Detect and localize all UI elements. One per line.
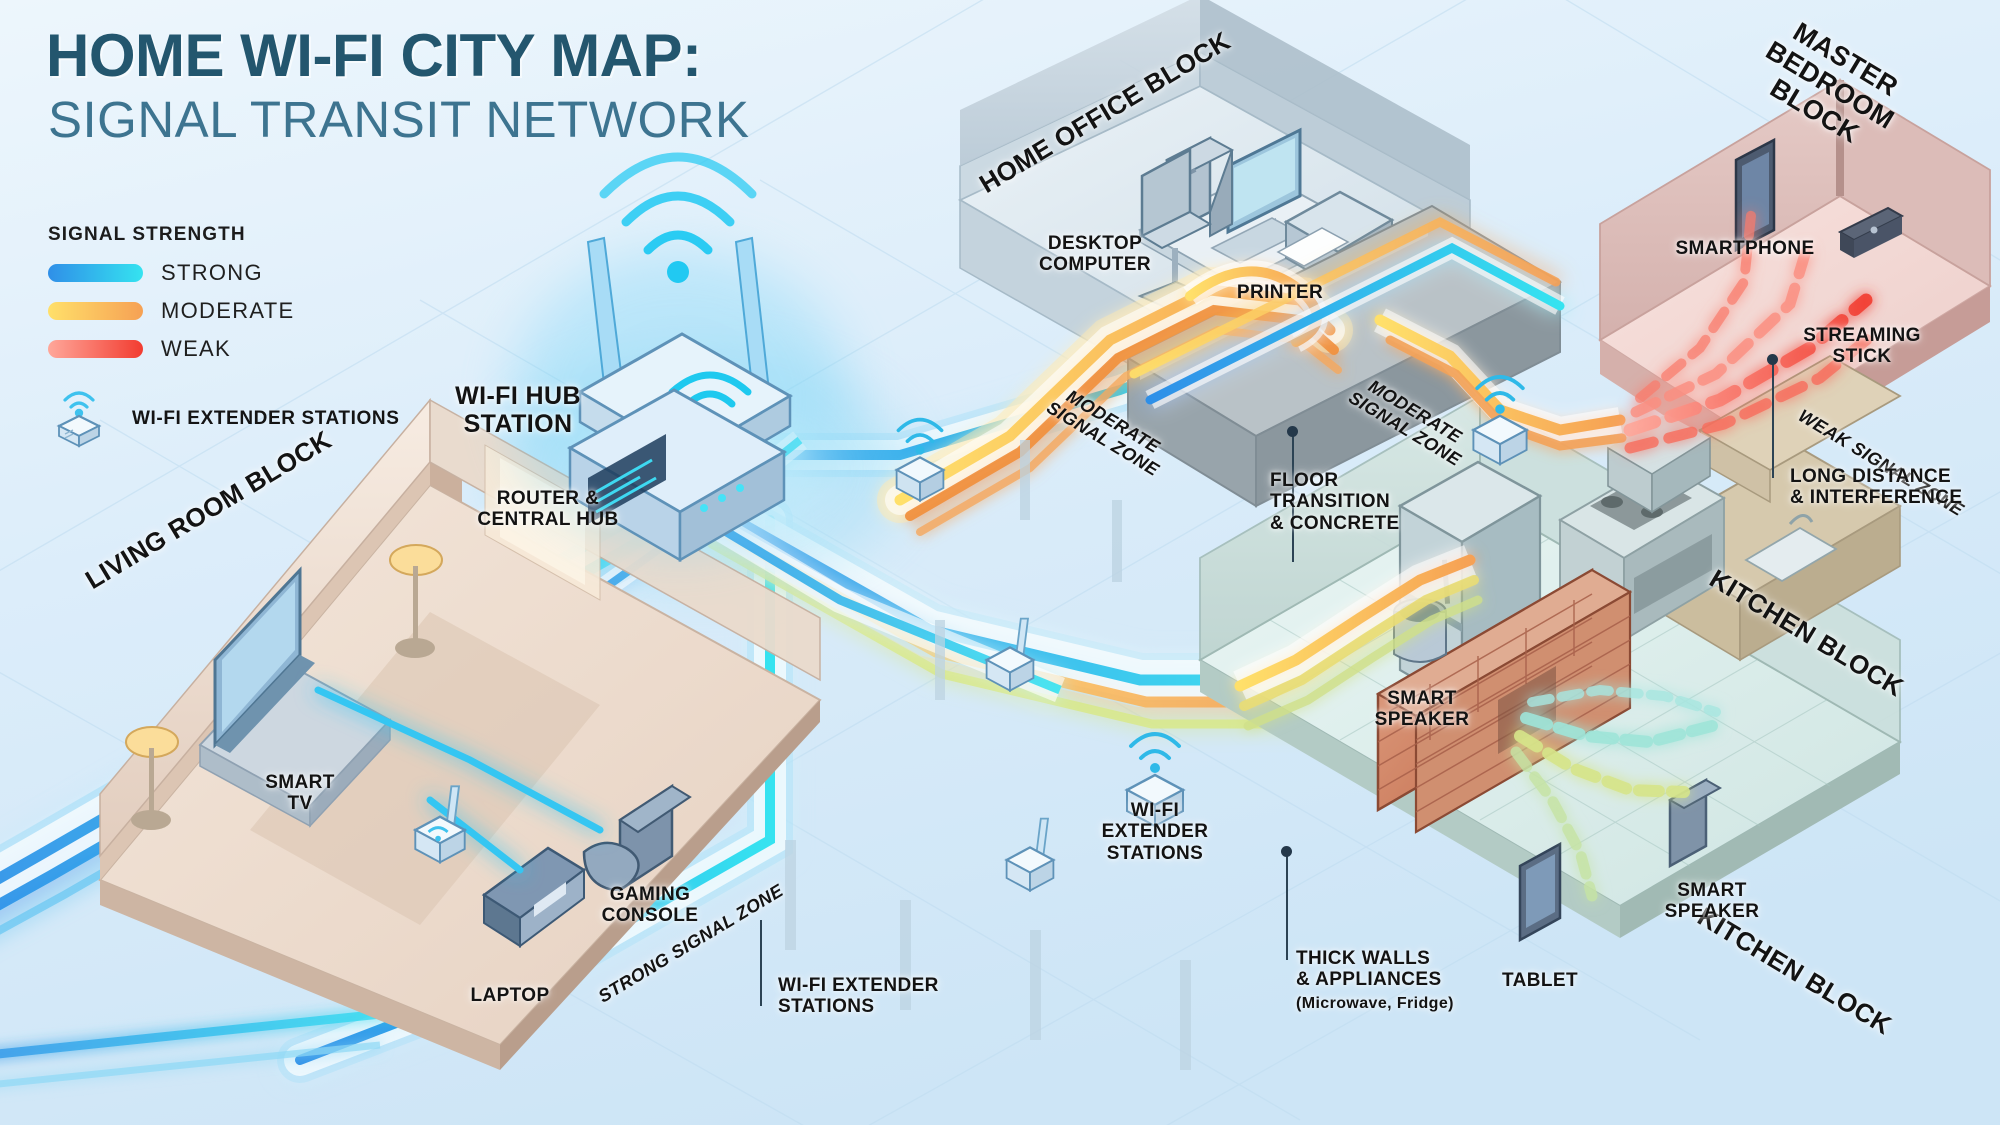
tablet-icon bbox=[1518, 841, 1562, 943]
legend-heading: SIGNAL STRENGTH bbox=[48, 224, 246, 245]
page-subtitle: SIGNAL TRANSIT NETWORK bbox=[48, 91, 750, 148]
wifi-extender-icon bbox=[56, 391, 102, 448]
legend-label-moderate: MODERATE bbox=[161, 298, 295, 323]
dot-thick-walls bbox=[1281, 846, 1292, 857]
extender-node-center[interactable] bbox=[984, 617, 1036, 693]
leader-thick-walls bbox=[1286, 852, 1288, 960]
extender-node-lower[interactable] bbox=[1004, 817, 1056, 893]
router-body-icon bbox=[566, 332, 793, 563]
leader-long-distance bbox=[1772, 360, 1774, 478]
legend-swatch-weak bbox=[48, 340, 143, 358]
floor-lamp-right-icon bbox=[389, 544, 443, 658]
laptop-icon bbox=[481, 846, 587, 948]
road-moderate-kitchen bbox=[1233, 545, 1483, 731]
legend-label-weak: WEAK bbox=[161, 336, 231, 361]
road-horizon-rails bbox=[0, 1005, 421, 1088]
block-living-room bbox=[98, 397, 822, 1070]
brick-wall-icon bbox=[1375, 567, 1633, 834]
legend-item-strong: STRONG bbox=[48, 260, 263, 286]
road-scattered-kitchen bbox=[1510, 684, 1721, 902]
smart-tv-icon bbox=[213, 566, 315, 753]
legend-item-extender: WI-FI EXTENDER STATIONS bbox=[48, 388, 399, 450]
legend-swatch-moderate bbox=[48, 302, 143, 320]
leader-extenders-bottom bbox=[760, 920, 762, 1006]
road-support-pillars bbox=[785, 440, 1191, 1070]
legend-label-extender: WI-FI EXTENDER STATIONS bbox=[132, 407, 400, 429]
floor-lamp-left-icon bbox=[125, 726, 179, 830]
extender-node-bedroom[interactable] bbox=[1470, 374, 1530, 466]
dot-floor-transition bbox=[1287, 426, 1298, 437]
road-strong-lr-devices bbox=[314, 686, 604, 874]
page-title: HOME WI-FI CITY MAP: bbox=[46, 22, 702, 89]
extender-node-office[interactable] bbox=[894, 417, 946, 503]
legend-swatch-strong bbox=[48, 264, 143, 282]
road-weak-bedroom bbox=[1623, 201, 1882, 454]
streaming-stick-icon bbox=[1837, 206, 1905, 258]
dot-long-distance bbox=[1767, 354, 1778, 365]
road-strong-slab-rail bbox=[1129, 216, 1565, 409]
legend-label-strong: STRONG bbox=[161, 260, 263, 285]
gaming-console-icon bbox=[582, 783, 692, 893]
extender-node-kitchen[interactable] bbox=[1124, 732, 1186, 828]
smart-speaker-2-icon bbox=[1667, 777, 1723, 869]
legend-item-moderate: MODERATE bbox=[48, 298, 294, 324]
router-broadcast-icon bbox=[599, 152, 757, 283]
leader-floor-transition bbox=[1292, 432, 1294, 562]
legend-item-weak: WEAK bbox=[48, 336, 231, 362]
extender-node-living-room[interactable] bbox=[412, 785, 468, 864]
